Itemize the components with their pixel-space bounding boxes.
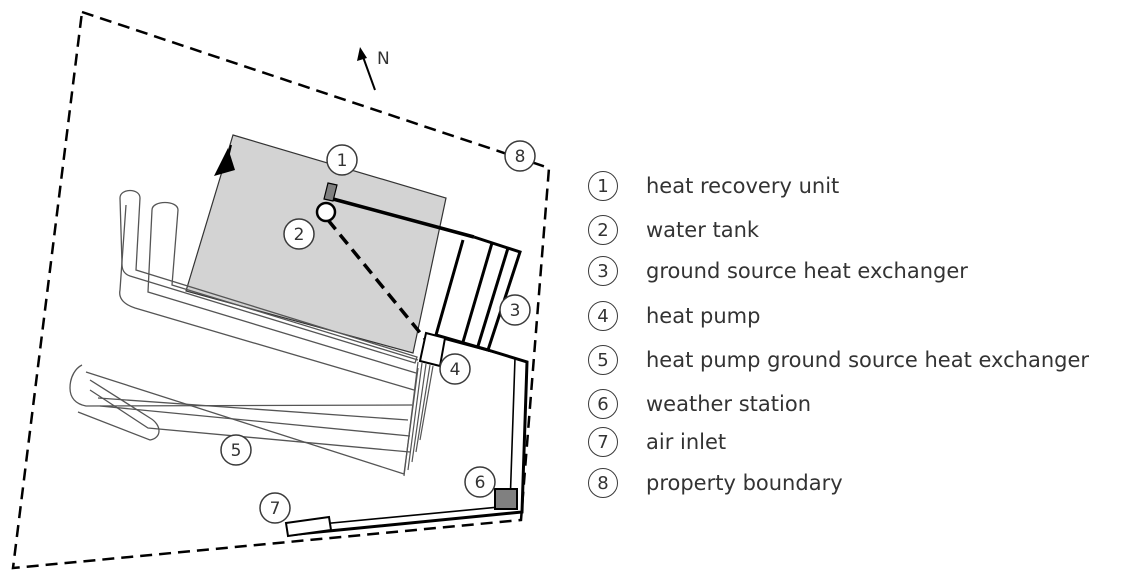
pipe-line-1 xyxy=(403,361,419,477)
legend-item-6: 6 weather station xyxy=(588,389,1138,419)
legend-item-4: 4 heat pump xyxy=(588,301,1138,331)
marker-3-circle xyxy=(499,294,531,326)
marker-6-circle xyxy=(464,466,496,498)
pipe-bundle xyxy=(403,361,434,477)
north-arrow-head xyxy=(357,47,367,61)
outdoor-pipe-inner xyxy=(289,335,516,528)
pipe-line-3 xyxy=(411,363,427,463)
ground-loop-8 xyxy=(97,397,409,421)
building xyxy=(185,134,447,354)
marker-8-label: 8 xyxy=(515,147,526,167)
pipe-line-2 xyxy=(407,362,423,471)
ground-loop-5 xyxy=(77,379,160,441)
legend-label: air inlet xyxy=(646,430,727,454)
legend-label: weather station xyxy=(646,392,812,416)
legend-label: heat recovery unit xyxy=(646,174,840,198)
marker-4: 4 xyxy=(439,353,471,385)
ground-loop-2b xyxy=(147,209,417,374)
marker-6: 6 xyxy=(464,466,496,498)
tank-to-heat-pump-dashed-pipe xyxy=(326,218,428,342)
property-boundary xyxy=(11,10,551,570)
legend-number: 6 xyxy=(588,389,618,419)
marker-5-label: 5 xyxy=(231,441,242,461)
gshe-divider-2 xyxy=(476,247,510,347)
ground-loop-3 xyxy=(119,204,415,391)
site-plan-diagram: N xyxy=(11,10,551,570)
legend-item-2: 2 water tank xyxy=(588,215,1138,245)
ground-loop-9 xyxy=(99,405,411,437)
marker-1-circle xyxy=(326,144,358,176)
legend-label: water tank xyxy=(646,218,760,242)
legend-label: heat pump ground source heat exchanger xyxy=(646,348,1090,372)
pipe-line-5 xyxy=(419,365,434,441)
legend-number: 5 xyxy=(588,345,618,375)
marker-7: 7 xyxy=(259,492,291,524)
legend-item-3: 3 ground source heat exchanger xyxy=(588,256,1138,286)
building-arrow-head xyxy=(214,148,235,176)
marker-4-label: 4 xyxy=(450,360,461,380)
heat-recovery-unit xyxy=(323,182,338,202)
heat-pump xyxy=(418,331,447,368)
legend-number: 4 xyxy=(588,301,618,331)
legend-label: property boundary xyxy=(646,471,843,495)
ground-loop-6 xyxy=(89,389,411,453)
pipe-line-4 xyxy=(415,364,431,453)
marker-6-label: 6 xyxy=(475,473,486,493)
marker-2: 2 xyxy=(283,218,315,250)
marker-7-circle xyxy=(259,492,291,524)
legend-item-5: 5 heat pump ground source heat exchanger xyxy=(588,345,1138,375)
marker-1-label: 1 xyxy=(337,151,348,171)
legend-item-8: 8 property boundary xyxy=(588,468,1138,498)
legend-item-7: 7 air inlet xyxy=(588,427,1138,457)
north-arrow-shaft xyxy=(361,53,376,91)
marker-8-circle xyxy=(504,140,536,172)
marker-3-label: 3 xyxy=(510,301,521,321)
marker-5-circle xyxy=(220,434,252,466)
ground-loop-2 xyxy=(151,201,419,361)
air-inlet xyxy=(284,515,333,538)
marker-1: 1 xyxy=(326,144,358,176)
building-orientation-arrow xyxy=(214,144,235,176)
north-label: N xyxy=(377,49,390,69)
legend-label: ground source heat exchanger xyxy=(646,259,968,283)
marker-2-circle xyxy=(283,218,315,250)
north-arrow: N xyxy=(357,47,390,91)
tank-to-exchanger-pipe xyxy=(332,197,475,239)
legend-number: 1 xyxy=(588,171,618,201)
marker-2-label: 2 xyxy=(294,225,305,245)
legend-item-1: 1 heat recovery unit xyxy=(588,171,1138,201)
marker-5: 5 xyxy=(220,434,252,466)
legend-number: 7 xyxy=(588,427,618,457)
legend-number: 8 xyxy=(588,468,618,498)
weather-station xyxy=(494,488,518,510)
legend-number: 2 xyxy=(588,215,618,245)
ground-loop-4 xyxy=(69,364,413,407)
marker-8: 8 xyxy=(504,140,536,172)
legend-number: 3 xyxy=(588,256,618,286)
legend-label: heat pump xyxy=(646,304,761,328)
ground-source-heat-exchanger xyxy=(434,235,522,352)
marker-3: 3 xyxy=(499,294,531,326)
marker-7-label: 7 xyxy=(270,499,281,519)
gshe-divider-1 xyxy=(461,242,494,343)
marker-4-circle xyxy=(439,353,471,385)
water-tank xyxy=(315,201,337,223)
